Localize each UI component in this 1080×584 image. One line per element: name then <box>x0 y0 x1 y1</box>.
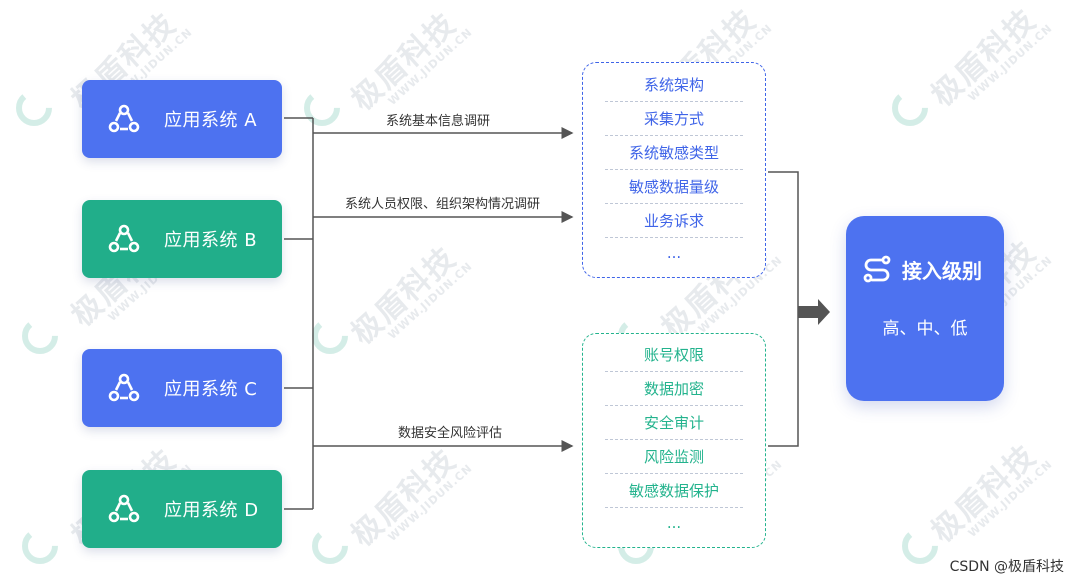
app-system-b: 应用系统 B <box>82 200 282 278</box>
panel-item: 账号权限 <box>605 338 743 372</box>
access-level-title: 接入级别 <box>862 254 982 284</box>
risk-items-panel: 账号权限 数据加密 安全审计 风险监测 敏感数据保护 ... <box>582 333 766 548</box>
access-level-label: 接入级别 <box>902 258 982 283</box>
watermark-logo-icon <box>312 318 348 354</box>
arrow-label-basic-info: 系统基本信息调研 <box>386 114 491 129</box>
arrow-label-risk-assessment: 数据安全风险评估 <box>398 426 503 441</box>
survey-items-panel: 系统架构 采集方式 系统敏感类型 敏感数据量级 业务诉求 ... <box>582 62 766 278</box>
panel-item: 安全审计 <box>605 406 743 440</box>
panel-item-more: ... <box>666 244 682 262</box>
app-nodes-icon <box>108 373 140 402</box>
app-system-label: 应用系统 C <box>164 379 258 400</box>
panel-item: 系统架构 <box>605 68 743 102</box>
watermark-logo-icon <box>22 318 58 354</box>
watermark-logo-icon <box>312 528 348 564</box>
app-nodes-icon <box>108 104 140 133</box>
app-system-a: 应用系统 A <box>82 80 282 158</box>
merge-arrow-icon <box>798 299 830 325</box>
arrow-label-permissions: 系统人员权限、组织架构情况调研 <box>345 197 541 212</box>
app-system-label: 应用系统 B <box>164 230 258 251</box>
watermark-logo-icon <box>892 90 928 126</box>
access-level-box: 接入级别 高、中、低 <box>846 216 1004 401</box>
watermark-logo-icon <box>304 90 340 126</box>
watermark-logo-icon <box>16 90 52 126</box>
merge-line-top <box>768 171 799 312</box>
panel-item: 系统敏感类型 <box>605 136 743 170</box>
panel-item: 采集方式 <box>605 102 743 136</box>
source-credit: CSDN @极盾科技 <box>949 559 1064 575</box>
access-level-values: 高、中、低 <box>882 319 968 339</box>
app-nodes-icon <box>108 224 140 253</box>
panel-item: 业务诉求 <box>605 204 743 238</box>
panel-item: 敏感数据量级 <box>605 170 743 204</box>
panel-item: 敏感数据保护 <box>605 474 743 508</box>
watermark-logo-icon <box>902 528 938 564</box>
route-icon <box>863 255 891 283</box>
merge-line-bottom <box>768 312 799 447</box>
app-system-c: 应用系统 C <box>82 349 282 427</box>
watermark-logo-icon <box>22 528 58 564</box>
panel-item-more: ... <box>666 514 682 532</box>
app-nodes-icon <box>108 494 140 523</box>
panel-item: 风险监测 <box>605 440 743 474</box>
app-system-label: 应用系统 A <box>164 110 258 131</box>
app-system-d: 应用系统 D <box>82 470 282 548</box>
panel-item: 数据加密 <box>605 372 743 406</box>
app-system-label: 应用系统 D <box>164 500 259 521</box>
